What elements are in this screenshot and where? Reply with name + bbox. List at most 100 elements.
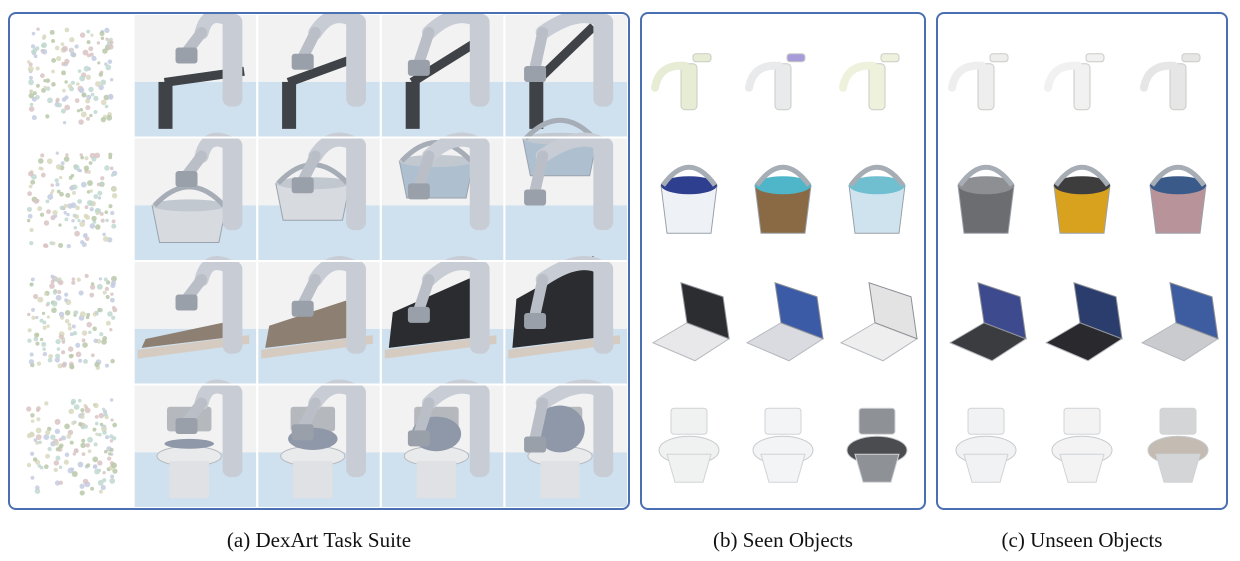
point-cloud-dot	[55, 294, 62, 301]
point-cloud-dot	[89, 284, 96, 290]
point-cloud-dot	[54, 277, 60, 282]
point-cloud-dot	[80, 425, 86, 430]
point-cloud-dot	[41, 87, 46, 93]
point-cloud-dot	[86, 116, 91, 121]
robot-base-link	[593, 14, 614, 107]
faucet-lever	[692, 53, 712, 63]
point-cloud-dot	[47, 446, 52, 452]
point-cloud-dot	[46, 324, 50, 328]
point-cloud-dot	[35, 434, 42, 440]
point-cloud-dot	[100, 116, 107, 123]
robot-hand	[524, 436, 547, 453]
point-cloud-dot	[109, 166, 114, 171]
bucket-opening	[1054, 176, 1110, 195]
point-cloud-dot	[91, 156, 97, 162]
point-cloud-dot	[110, 418, 114, 422]
robot-base-link	[346, 14, 366, 107]
point-cloud-dot	[31, 31, 36, 36]
point-cloud-dot	[108, 44, 114, 50]
seen-objects-grid	[651, 53, 919, 483]
point-cloud-dot	[45, 78, 51, 83]
point-cloud-dot	[111, 275, 117, 282]
point-cloud-dot	[45, 114, 50, 119]
toilet-cistern	[858, 407, 896, 435]
b-object-faucet-2	[839, 53, 900, 111]
point-cloud-dot	[56, 189, 61, 194]
point-cloud-dot	[35, 66, 40, 71]
faucet-spout	[1140, 61, 1178, 92]
robot-base-link	[593, 261, 614, 354]
point-cloud-dot	[86, 200, 93, 206]
task-cell-laptop-3	[381, 256, 504, 384]
point-cloud-dot	[41, 43, 46, 48]
point-cloud-dot	[47, 357, 53, 363]
robot-hand	[407, 306, 430, 323]
point-cloud-dot	[51, 38, 56, 43]
point-cloud-dot	[107, 456, 112, 461]
robot-base-link	[469, 137, 490, 231]
point-cloud-dot	[83, 359, 88, 364]
point-cloud-dot	[60, 350, 66, 355]
point-cloud-bg	[11, 15, 133, 137]
point-cloud-dot	[82, 233, 88, 238]
robot-base-link	[346, 261, 366, 354]
point-cloud-dot	[30, 44, 36, 49]
point-cloud-dot	[39, 212, 45, 217]
point-cloud-dot	[67, 322, 72, 327]
point-cloud-dot	[110, 210, 115, 216]
faucet-lever	[989, 53, 1009, 63]
point-cloud-dot	[29, 102, 34, 107]
point-cloud-dot	[26, 433, 32, 439]
toilet-cistern	[764, 407, 802, 435]
point-cloud-dot	[71, 277, 76, 281]
robot-hand	[524, 66, 547, 83]
point-cloud-dot	[54, 428, 61, 435]
laptop-base	[261, 335, 373, 359]
point-cloud-dot	[55, 97, 60, 102]
faucet-body	[529, 81, 544, 129]
c-object-laptop-0	[948, 282, 1028, 362]
point-cloud-dot	[39, 337, 44, 342]
point-cloud-dot	[55, 182, 60, 187]
toilet-cistern	[1063, 407, 1101, 435]
b-object-laptop-1	[745, 282, 825, 362]
point-cloud-dot	[63, 156, 70, 162]
point-cloud-dot	[70, 51, 76, 58]
point-cloud-dot	[79, 311, 86, 318]
point-cloud-dot	[85, 105, 91, 111]
point-cloud-dot	[110, 280, 117, 286]
point-cloud-dot	[28, 171, 34, 177]
point-cloud-dot	[111, 193, 118, 199]
point-cloud-dot	[109, 398, 114, 402]
point-cloud-dot	[77, 168, 81, 173]
point-cloud-dot	[79, 153, 83, 157]
point-cloud-dot	[33, 336, 39, 342]
point-cloud-dot	[68, 408, 75, 415]
toilet-pedestal	[293, 461, 333, 499]
c-object-bucket-2	[1149, 164, 1207, 234]
point-cloud-dot	[82, 342, 88, 348]
point-cloud-dot	[26, 206, 32, 212]
task-cell-laptop-0	[11, 262, 133, 384]
point-cloud-dot	[77, 398, 82, 403]
point-cloud-dot	[96, 182, 101, 187]
point-cloud-dot	[73, 448, 79, 454]
point-cloud-dot	[102, 478, 107, 483]
point-cloud-dot	[100, 36, 105, 41]
robot-forearm	[528, 397, 549, 449]
bucket-handle	[1149, 164, 1207, 187]
point-cloud-dot	[64, 310, 71, 316]
point-cloud-dot	[37, 296, 44, 303]
point-cloud-dot	[79, 75, 86, 82]
point-cloud-dot	[40, 172, 46, 178]
point-cloud-dot	[106, 114, 113, 121]
point-cloud-dot	[64, 423, 70, 430]
panel-task-suite	[8, 12, 630, 510]
point-cloud-dot	[55, 353, 61, 359]
point-cloud-dot	[93, 194, 99, 199]
robot-base-link	[469, 384, 490, 478]
point-cloud-dot	[102, 236, 109, 242]
point-cloud-dot	[28, 106, 35, 112]
b-object-bucket-1	[754, 164, 812, 234]
point-cloud-dot	[87, 449, 92, 454]
